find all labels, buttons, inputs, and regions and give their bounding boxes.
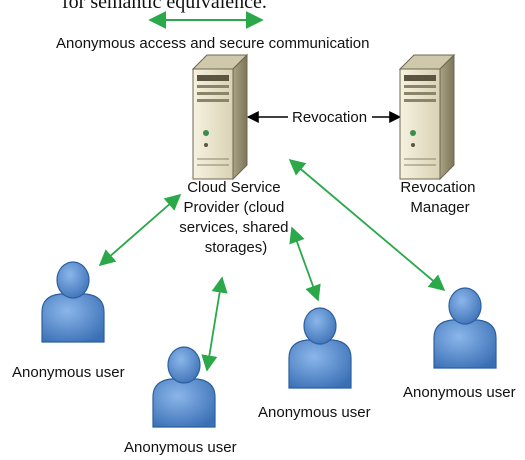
edge-csp-user-4 [288, 158, 446, 292]
user-3-label: Anonymous user [258, 404, 371, 421]
csp-label-line: Cloud Service [187, 179, 280, 196]
revocation-manager-server-icon [399, 54, 455, 180]
csp-label-line: services, shared [179, 219, 288, 236]
user-2-icon [152, 346, 216, 428]
user-1-icon [41, 261, 105, 343]
legend-label: Anonymous access and secure communicatio… [56, 35, 370, 52]
csp-server-icon [192, 54, 248, 180]
revocation-manager-label: Revocation Manager [400, 179, 479, 216]
edge-csp-user-2 [201, 276, 228, 372]
csp-label: Cloud Service Provider (cloud services, … [179, 179, 292, 256]
revocation-manager-label-line: Revocation [400, 179, 475, 196]
revocation-edge-label: Revocation [292, 109, 367, 126]
csp-label-line: storages) [205, 239, 268, 256]
edge-csp-user-3 [289, 226, 321, 302]
user-1-label: Anonymous user [12, 364, 125, 381]
user-4-icon [433, 287, 497, 369]
csp-label-line: Provider (cloud [183, 199, 284, 216]
user-4-label: Anonymous user [403, 384, 516, 401]
user-2-label: Anonymous user [124, 439, 237, 456]
edge-csp-user-1 [98, 193, 182, 267]
user-3-icon [288, 307, 352, 389]
top-caption-text: for semantic equivalence. [62, 0, 267, 13]
revocation-manager-label-line: Manager [410, 199, 469, 216]
